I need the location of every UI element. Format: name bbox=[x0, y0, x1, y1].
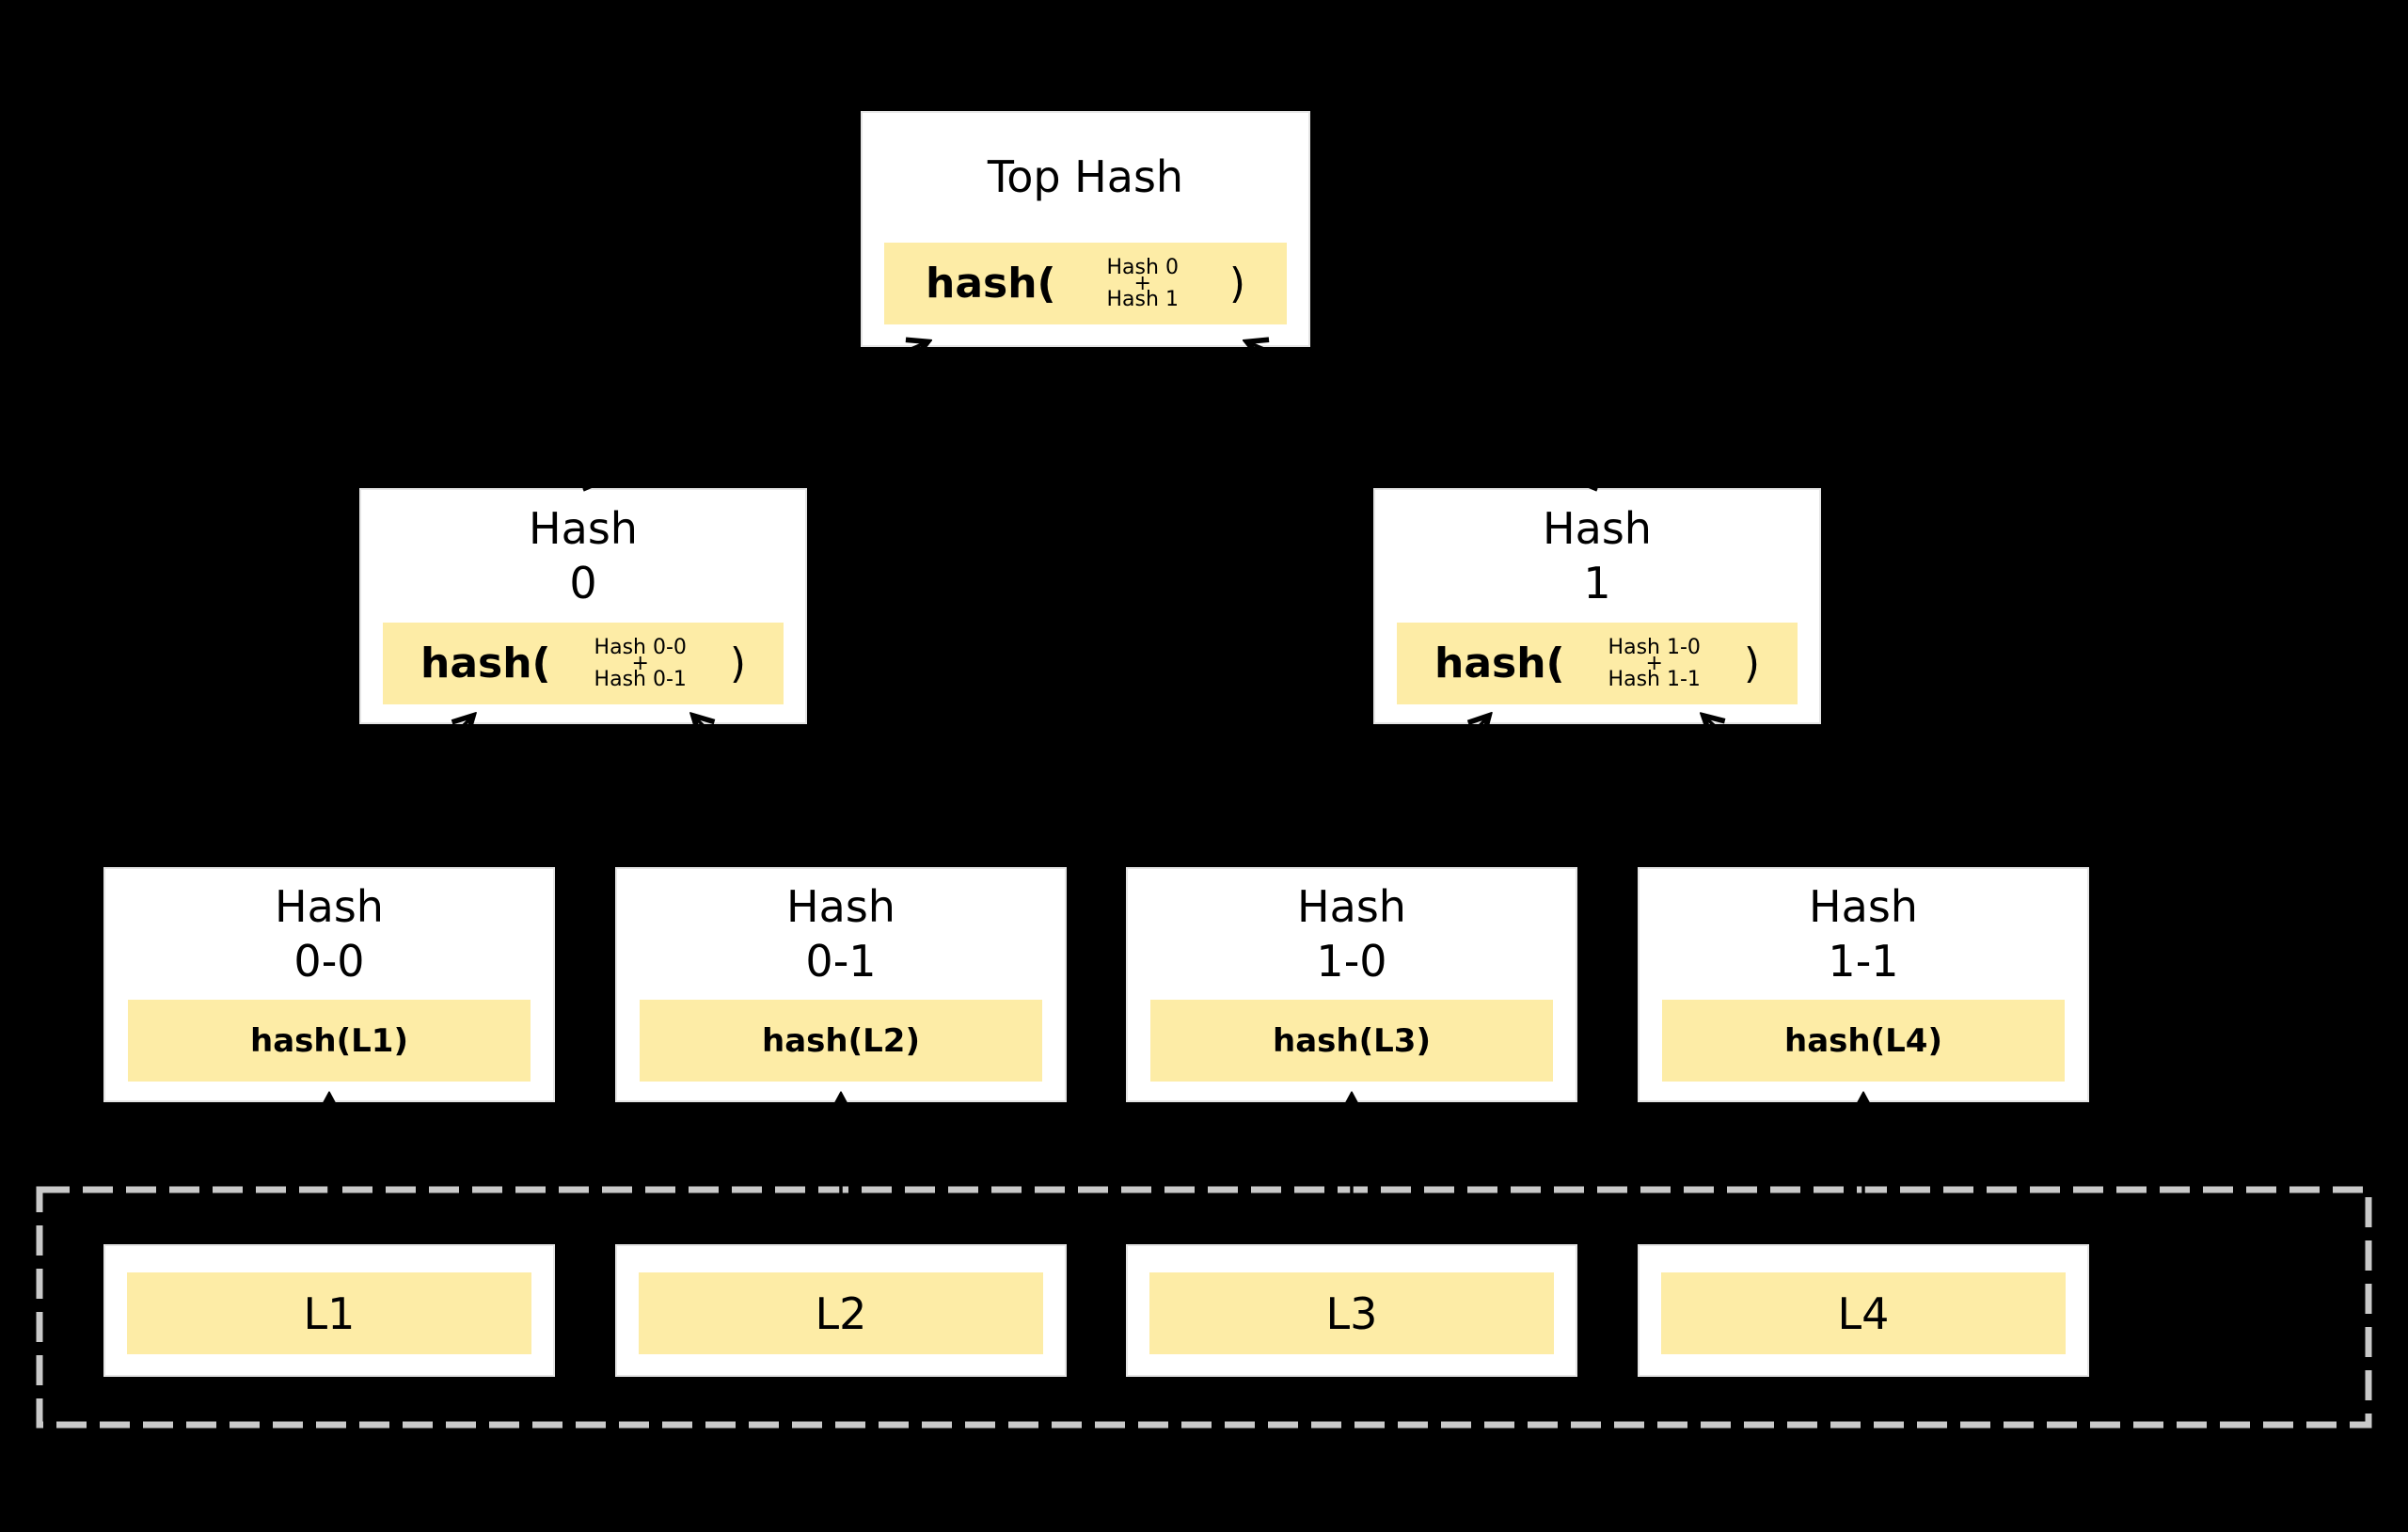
node-top-hash: Top Hash hash( Hash 0 + Hash 1 ) bbox=[861, 111, 1310, 347]
arrow-hash-1-1-to-hash-1 bbox=[1704, 717, 1865, 864]
formula-arg1: Hash 0 bbox=[1106, 256, 1179, 279]
formula-arg1: Hash 1-0 bbox=[1608, 636, 1701, 659]
formula-arg2: Hash 0-1 bbox=[594, 668, 687, 691]
formula-suffix: ) bbox=[1228, 260, 1245, 308]
formula-plus: + bbox=[631, 652, 649, 675]
node-title: Hash 0-1 bbox=[615, 867, 1067, 1000]
node-hash-0-1: Hash 0-1 hash(L2) bbox=[615, 867, 1067, 1102]
formula-arg1: Hash 0-0 bbox=[594, 636, 687, 659]
hash-formula: hash(L2) bbox=[640, 1000, 1042, 1082]
node-hash-1-0: Hash 1-0 hash(L3) bbox=[1126, 867, 1577, 1102]
hash-formula: hash( Hash 1-0 + Hash 1-1 ) bbox=[1397, 623, 1798, 704]
node-title-line2: 0 bbox=[569, 557, 597, 608]
node-hash-0-0: Hash 0-0 hash(L1) bbox=[103, 867, 555, 1102]
node-title-line2: 0-1 bbox=[805, 935, 877, 987]
hash-formula: hash( Hash 0 + Hash 1 ) bbox=[884, 243, 1287, 324]
node-title-line2: 1-1 bbox=[1828, 935, 1899, 987]
node-title-line1: Hash bbox=[786, 880, 895, 932]
arrow-hash-0-to-top-hash bbox=[582, 342, 927, 492]
leaf-label: L4 bbox=[1837, 1287, 1890, 1339]
formula-text: hash(L1) bbox=[250, 1021, 408, 1060]
formula-prefix: hash( bbox=[926, 260, 1056, 308]
formula-plus: + bbox=[1645, 652, 1663, 675]
formula-suffix: ) bbox=[1743, 640, 1760, 687]
leaf-highlight: L3 bbox=[1149, 1272, 1554, 1354]
leaf-l3: L3 bbox=[1126, 1244, 1577, 1377]
formula-prefix: hash( bbox=[1434, 640, 1565, 687]
node-title: Hash 1-1 bbox=[1638, 867, 2089, 1000]
arrow-hash-0-0-to-hash-0 bbox=[327, 717, 472, 864]
node-title: Hash 1 bbox=[1373, 488, 1821, 623]
hash-formula: hash(L1) bbox=[128, 1000, 531, 1082]
leaf-label: L2 bbox=[815, 1287, 867, 1339]
node-title-line1: Hash bbox=[529, 502, 638, 554]
arrow-hash-0-1-to-hash-0 bbox=[694, 717, 843, 864]
node-hash-1-1: Hash 1-1 hash(L4) bbox=[1638, 867, 2089, 1102]
hash-formula: hash(L3) bbox=[1150, 1000, 1553, 1082]
formula-args: Hash 0-0 + Hash 0-1 bbox=[551, 636, 730, 691]
formula-args: Hash 0 + Hash 1 bbox=[1056, 256, 1229, 311]
node-title-line2: 1-0 bbox=[1316, 935, 1387, 987]
hash-formula: hash( Hash 0-0 + Hash 0-1 ) bbox=[383, 623, 784, 704]
node-title: Hash 1-0 bbox=[1126, 867, 1577, 1000]
formula-text: hash(L4) bbox=[1784, 1021, 1942, 1060]
arrow-hash-1-to-top-hash bbox=[1248, 342, 1598, 492]
node-title: Top Hash bbox=[987, 151, 1184, 202]
arrow-hash-1-0-to-hash-1 bbox=[1350, 717, 1488, 864]
node-title: Hash 0 bbox=[359, 488, 807, 623]
leaf-label: L3 bbox=[1325, 1287, 1378, 1339]
formula-prefix: hash( bbox=[420, 640, 551, 687]
formula-args: Hash 1-0 + Hash 1-1 bbox=[1565, 636, 1744, 691]
arrow-group bbox=[329, 342, 1863, 1240]
formula-plus: + bbox=[1133, 272, 1151, 295]
node-title-line2: 0-0 bbox=[293, 935, 365, 987]
node-hash-0: Hash 0 hash( Hash 0-0 + Hash 0-1 ) bbox=[359, 488, 807, 724]
leaf-l4: L4 bbox=[1638, 1244, 2089, 1377]
leaf-highlight: L4 bbox=[1661, 1272, 2066, 1354]
node-title: Hash 0-0 bbox=[103, 867, 555, 1000]
leaf-l2: L2 bbox=[615, 1244, 1067, 1377]
leaf-highlight: L2 bbox=[639, 1272, 1043, 1354]
node-hash-1: Hash 1 hash( Hash 1-0 + Hash 1-1 ) bbox=[1373, 488, 1821, 724]
formula-suffix: ) bbox=[729, 640, 746, 687]
formula-arg2: Hash 1 bbox=[1106, 288, 1179, 311]
formula-arg2: Hash 1-1 bbox=[1608, 668, 1701, 691]
node-title-line2: 1 bbox=[1583, 557, 1611, 608]
node-title-line1: Hash bbox=[275, 880, 384, 932]
formula-text: hash(L2) bbox=[762, 1021, 920, 1060]
leaf-highlight: L1 bbox=[127, 1272, 531, 1354]
leaf-l1: L1 bbox=[103, 1244, 555, 1377]
hash-formula: hash(L4) bbox=[1662, 1000, 2065, 1082]
formula-text: hash(L3) bbox=[1273, 1021, 1431, 1060]
node-title-line1: Hash bbox=[1297, 880, 1406, 932]
leaf-label: L1 bbox=[303, 1287, 356, 1339]
node-title-line1: Hash bbox=[1809, 880, 1918, 932]
node-title-line1: Hash bbox=[1543, 502, 1652, 554]
